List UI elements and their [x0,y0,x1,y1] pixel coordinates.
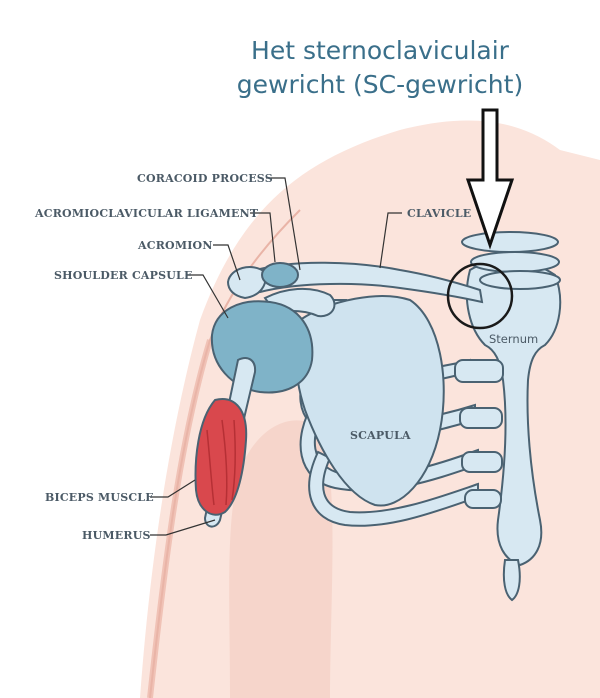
label-clavicle: CLAVICLE [407,207,472,220]
label-biceps-muscle: BICEPS MUSCLE [45,491,154,504]
label-humerus: HUMERUS [82,529,151,542]
leader-lines [150,177,402,536]
pointer-arrow [465,108,515,250]
title-line-2: gewricht (SC-gewricht) [236,70,524,99]
label-acromion: ACROMION [138,239,213,252]
label-sternum: Sternum [489,332,539,346]
label-acromioclavicular-ligament: ACROMIOCLAVICULAR LIGAMENT [35,207,259,220]
sternum-bone [454,259,562,602]
biceps-muscle [194,398,248,516]
label-shoulder-capsule: SHOULDER CAPSULE [54,269,193,282]
label-scapula: SCAPULA [350,429,411,442]
title-line-1: Het sternoclaviculair [251,36,509,65]
ac-ligament [261,262,299,288]
label-coracoid-process: CORACOID PROCESS [137,172,273,185]
diagram-title: Het sternoclaviculair gewricht (SC-gewri… [190,34,570,102]
sc-joint-circle [446,262,514,330]
scapula-bone [294,295,445,507]
clavicle-bone [248,261,484,304]
